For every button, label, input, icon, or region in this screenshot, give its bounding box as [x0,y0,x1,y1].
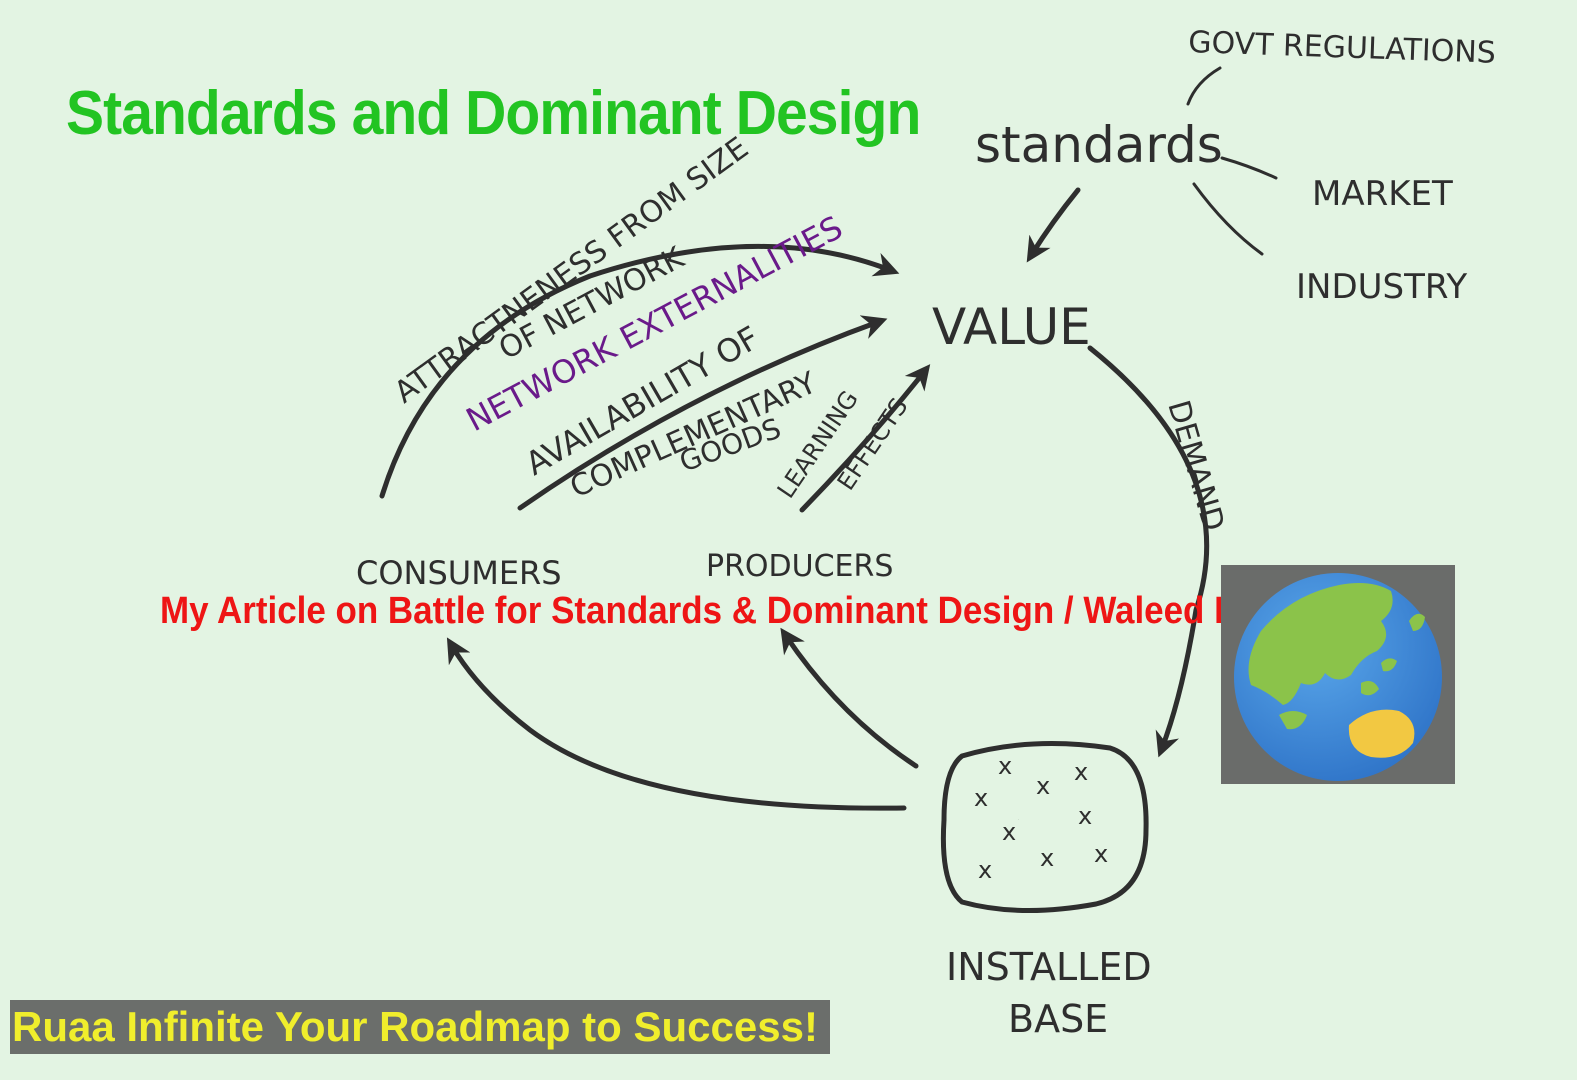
page-title: Standards and Dominant Design [66,79,921,148]
line-standards-market [1220,156,1278,180]
globe-asia-australia-icon [1234,573,1442,781]
installed-base-marks: x x x x x x x x x x [974,752,1108,884]
arrow-attractiveness [379,243,900,499]
value-label: VALUE [932,298,1091,356]
arrow-complementary-goods [517,315,888,511]
base-mark: x [998,752,1012,780]
standards-label: standards [975,116,1223,174]
installed-base-shape [940,741,1149,913]
base-mark: x [1074,758,1088,786]
globe-icon-box[interactable] [1221,565,1455,784]
base-mark: x [1040,844,1054,872]
arrow-base-producers [780,627,919,769]
base-mark: x [1018,819,1019,821]
line-standards-industry [1192,182,1264,256]
govt-regulations-label: GOVT REGULATIONS [1188,25,1497,71]
arrow-learning-effects [799,364,931,513]
arrow-demand [1087,345,1210,758]
base-mark: x [1002,818,1016,846]
installed-label-1: INSTALLED [946,945,1152,989]
base-mark: x [1094,840,1108,868]
industry-label: INDUSTRY [1296,267,1467,307]
footer-banner: Ruaa Infinite Your Roadmap to Success! [10,1000,830,1054]
producers-label: PRODUCERS [706,549,893,584]
line-standards-govt [1186,66,1222,106]
demand-label: DEMAND [1160,397,1231,535]
article-link[interactable]: My Article on Battle for Standards & Dom… [160,590,1288,632]
arrow-base-consumers [446,637,907,811]
market-label: MARKET [1312,174,1453,214]
consumers-label: CONSUMERS [356,554,562,592]
installed-label-2: BASE [1008,997,1108,1041]
base-mark: x [978,856,992,884]
base-mark: x [1036,772,1050,800]
base-mark: x [1078,802,1092,830]
arrow-standards-value [1026,187,1081,263]
base-mark: x [974,784,988,812]
